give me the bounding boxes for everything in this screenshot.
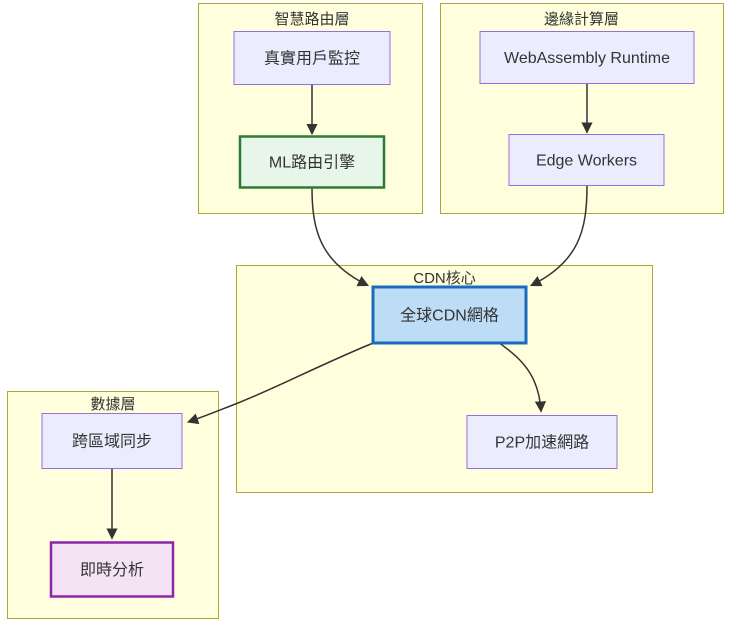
node-box [41, 413, 183, 469]
node-ml-routing-engine: ML路由引擎 [238, 135, 386, 189]
node-realtime-analytics: 即時分析 [49, 541, 175, 598]
node-box [233, 31, 391, 85]
node-label-webassembly-runtime: WebAssembly Runtime [504, 50, 670, 67]
node-box [49, 541, 175, 598]
edge-edge-workers-to-cdn-mesh [529, 185, 588, 287]
node-cross-region-sync: 跨區域同步 [41, 413, 183, 469]
cluster-title-edge-computing: 邊緣計算層 [544, 10, 619, 28]
node-global-cdn-mesh: 全球CDN網格 [371, 285, 528, 345]
cluster-title-smart-routing: 智慧路由層 [274, 10, 349, 28]
node-label-ml-routing-engine: ML路由引擎 [269, 154, 355, 172]
cluster-title-cdn-core: CDN核心 [413, 270, 476, 287]
edge-cdn-mesh-to-p2p [499, 342, 547, 413]
node-label-global-cdn-mesh: 全球CDN網格 [400, 307, 499, 325]
node-box [466, 415, 618, 469]
node-real-user-monitoring: 真實用戶監控 [233, 31, 391, 85]
node-label-real-user-monitoring: 真實用戶監控 [264, 49, 360, 68]
node-webassembly-runtime: WebAssembly Runtime [479, 31, 695, 84]
node-box [479, 31, 695, 84]
node-box [508, 134, 665, 186]
node-box [238, 135, 386, 189]
node-p2p-network: P2P加速網路 [466, 415, 618, 469]
node-box [371, 285, 528, 345]
edge-ml-engine-to-cdn-mesh [311, 187, 370, 287]
edge-cdn-mesh-to-region-sync [186, 342, 373, 425]
cluster-title-data-layer: 數據層 [90, 396, 135, 413]
node-label-realtime-analytics: 即時分析 [80, 561, 144, 579]
node-label-edge-workers: Edge Workers [536, 153, 637, 170]
node-label-p2p-network: P2P加速網路 [495, 434, 589, 452]
node-edge-workers: Edge Workers [508, 134, 665, 186]
node-label-cross-region-sync: 跨區域同步 [72, 433, 152, 451]
